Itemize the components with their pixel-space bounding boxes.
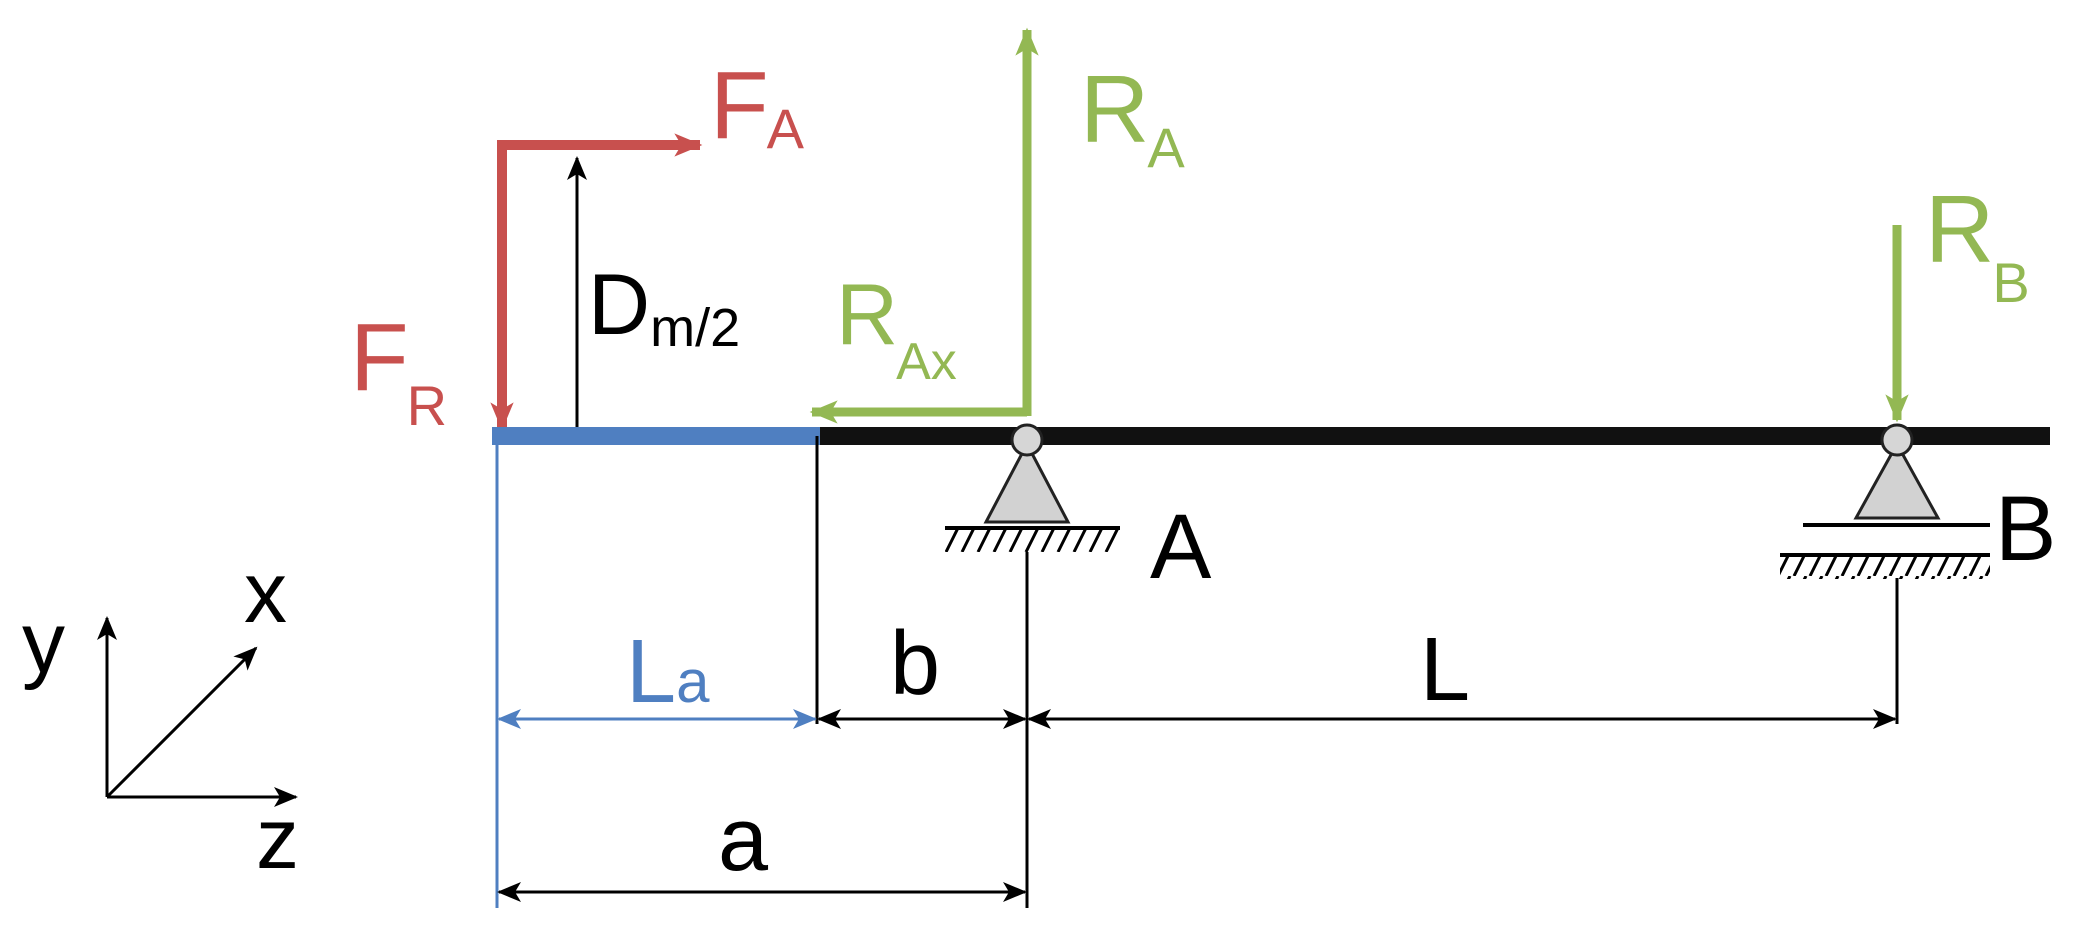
support-b-label: B [1995,478,2056,580]
axis-y-label: y [22,595,65,691]
support-a [945,423,1120,552]
coordinate-axes [97,616,298,807]
dim-l-label: L [1420,620,1470,720]
mean-diameter-label: Dm/2 [588,257,740,358]
reaction-ax-label: RAx [836,267,957,391]
axis-x-label: x [244,545,287,641]
force-axial-label: FA [710,52,805,160]
hub-segment [492,427,820,445]
beam [815,427,2050,445]
reaction-b-label: RB [1925,176,2030,314]
axis-z-label: z [256,791,299,887]
support-b [1780,423,1990,579]
dim-a-label: a [718,790,769,890]
support-a-label: A [1150,496,1212,598]
reaction-a-label: RA [1080,56,1185,179]
dim-b-label: b [890,614,940,714]
dim-la-label: La [626,622,710,722]
force-radial-label: FR [350,304,447,437]
